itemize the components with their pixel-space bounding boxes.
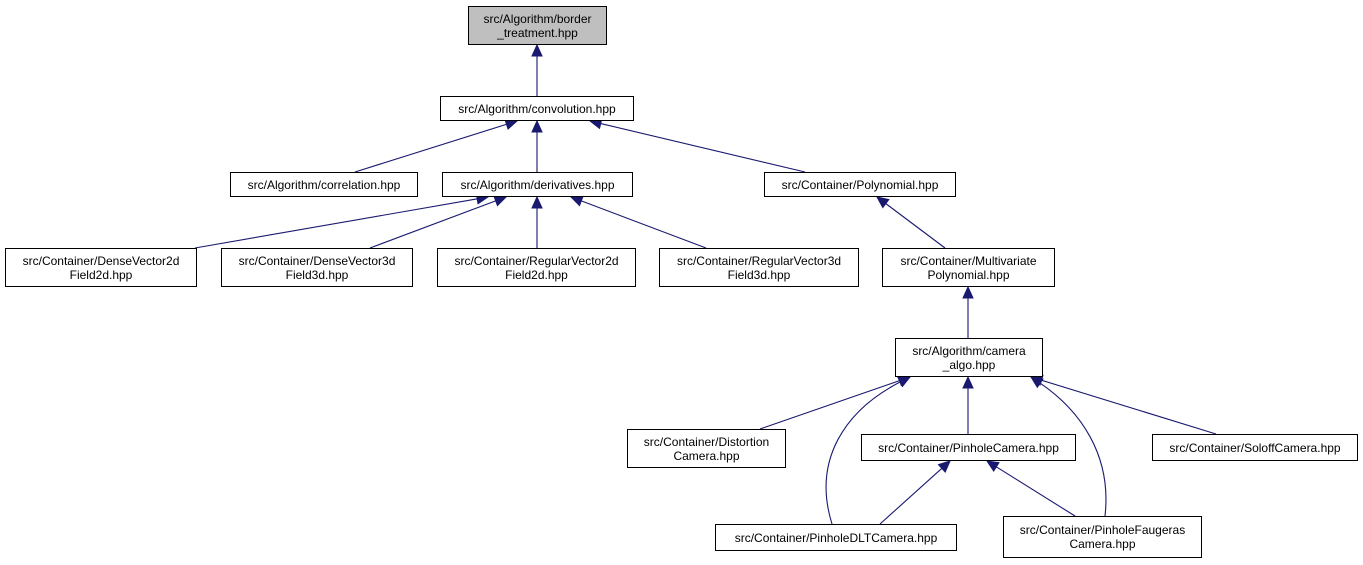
edge-regular3d-to-derivatives — [569, 195, 707, 249]
node-label-line: src/Algorithm/camera — [912, 343, 1026, 358]
arrowhead — [897, 376, 912, 388]
edge-convolution-to-border-treatment — [531, 43, 543, 96]
arrowhead — [569, 195, 584, 207]
edge-line — [194, 198, 479, 249]
edge-derivatives-to-convolution — [531, 119, 543, 172]
node-pinhole-dlt[interactable]: src/Container/PinholeDLTCamera.hpp — [715, 524, 957, 551]
edge-camera-algo-to-multivariate — [962, 285, 974, 338]
edge-line — [354, 123, 508, 173]
edge-multivariate-to-polynomial — [876, 196, 946, 249]
node-polynomial[interactable]: src/Container/Polynomial.hpp — [764, 172, 956, 197]
arrowhead — [937, 460, 951, 473]
node-label-line: Field2d.hpp — [69, 267, 133, 282]
edge-line — [369, 199, 497, 249]
edge-line — [879, 467, 943, 525]
arrowhead — [493, 195, 508, 207]
node-label-line: src/Container/DenseVector3d — [238, 253, 396, 268]
node-label-line: src/Container/DenseVector2d — [22, 253, 180, 268]
node-label-line: Field3d.hpp — [285, 267, 349, 282]
arrowhead — [531, 43, 543, 57]
node-derivatives[interactable]: src/Algorithm/derivatives.hpp — [442, 172, 633, 197]
edge-pinhole-to-camera-algo — [962, 375, 974, 434]
node-label-line: src/Algorithm/border — [483, 11, 592, 26]
node-label-line: Field2d.hpp — [505, 267, 568, 282]
arrowhead — [985, 460, 1000, 472]
node-label-line: src/Container/Distortion — [643, 434, 770, 449]
edge-line — [995, 465, 1076, 517]
arrowhead — [962, 285, 974, 299]
edge-line — [599, 122, 806, 173]
node-label-line: Polynomial.hpp — [927, 267, 1010, 282]
arrowhead — [962, 375, 974, 389]
node-label-line: src/Container/RegularVector3d — [676, 253, 842, 268]
node-label-line: src/Container/RegularVector2d — [454, 253, 619, 268]
arrowhead — [876, 196, 890, 209]
edge-line — [759, 379, 901, 430]
node-label-line: Field3d.hpp — [727, 267, 791, 282]
edge-dense3d-to-derivatives — [369, 195, 508, 249]
node-label-line: src/Container/PinholeDLTCamera.hpp — [734, 530, 938, 545]
node-soloff[interactable]: src/Container/SoloffCamera.hpp — [1152, 434, 1358, 461]
arrowhead — [531, 119, 543, 133]
node-label-line: src/Container/Multivariate — [900, 253, 1037, 268]
node-label-line: src/Container/PinholeFaugeras — [1019, 523, 1186, 537]
edge-polynomial-to-convolution — [588, 118, 806, 173]
edge-dense2d-to-derivatives — [194, 193, 490, 249]
arrowhead — [1029, 376, 1044, 389]
node-label-line: Camera.hpp — [673, 448, 740, 463]
arrowhead — [531, 195, 543, 209]
node-convolution[interactable]: src/Algorithm/convolution.hpp — [440, 96, 634, 121]
edge-line — [580, 200, 707, 249]
edge-line — [1038, 382, 1107, 517]
edge-pinhole-dlt-to-pinhole — [879, 460, 951, 525]
node-label-line: src/Container/PinholeCamera.hpp — [878, 440, 1059, 455]
edge-line — [825, 381, 902, 525]
edge-correlation-to-convolution — [354, 118, 519, 173]
edge-regular2d-to-derivatives — [531, 195, 543, 248]
node-label-line: src/Container/SoloffCamera.hpp — [1169, 440, 1341, 455]
node-label-line: src/Algorithm/correlation.hpp — [247, 177, 401, 192]
edge-pinhole-faugeras-to-camera-algo — [1029, 376, 1107, 517]
edge-pinhole-dlt-to-camera-algo — [825, 376, 912, 525]
node-label-line: _treatment.hpp — [497, 25, 578, 40]
node-label-line: src/Algorithm/convolution.hpp — [458, 101, 616, 116]
node-label-line: _algo.hpp — [942, 357, 996, 372]
node-correlation[interactable]: src/Algorithm/correlation.hpp — [230, 172, 418, 197]
edge-pinhole-faugeras-to-pinhole — [985, 460, 1076, 517]
edge-line — [1040, 379, 1217, 435]
node-label-line: Camera.hpp — [1069, 537, 1136, 551]
node-pinhole[interactable]: src/Container/PinholeCamera.hpp — [861, 434, 1076, 461]
node-camera-algo[interactable]: src/Algorithm/camera_algo.hpp — [895, 338, 1043, 377]
edge-soloff-to-camera-algo — [1029, 374, 1217, 435]
node-label-line: src/Container/Polynomial.hpp — [781, 177, 939, 192]
node-label-line: src/Algorithm/derivatives.hpp — [460, 177, 615, 192]
edge-line — [884, 202, 946, 249]
node-border-treatment: src/Algorithm/border_treatment.hpp — [468, 6, 607, 45]
edge-distortion-to-camera-algo — [759, 375, 912, 430]
